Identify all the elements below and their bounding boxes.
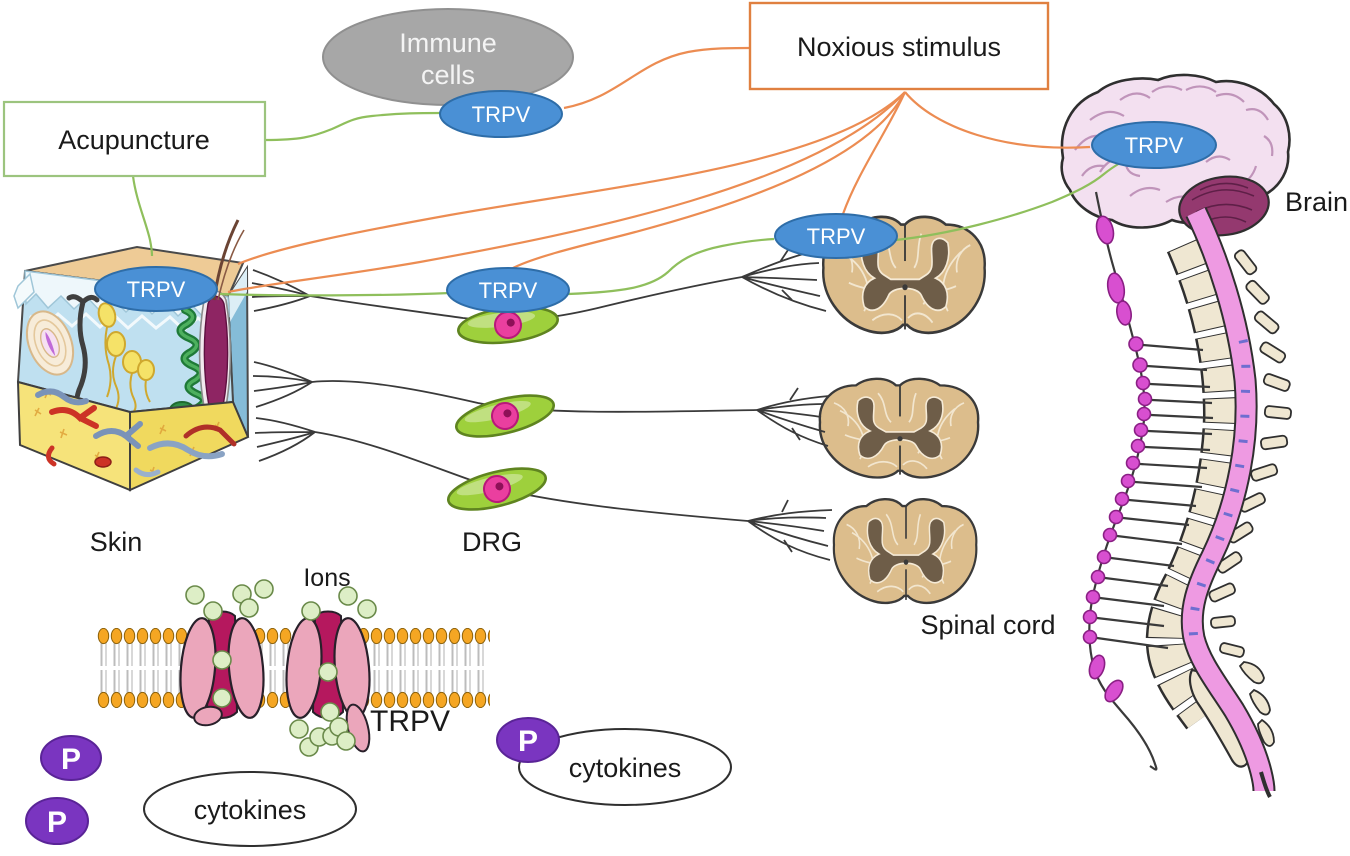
membrane-inset: Ions TRPV (97, 564, 490, 757)
phospho-badge-1: P (40, 735, 102, 781)
trpv-node-drg: TRPV (446, 267, 570, 313)
edge-acupuncture-to-immune-trpv (264, 111, 442, 142)
edge-skin-trpv-to-drg-trpv (219, 291, 451, 297)
noxious-stimulus-label: Noxious stimulus (797, 32, 1001, 62)
edge-noxious-to-drg-trpv (510, 91, 906, 270)
ions-label: Ions (303, 564, 350, 592)
spinal-section-3 (832, 497, 978, 605)
trpv-node-skin: TRPV (94, 266, 218, 312)
skin-corpuscle (25, 310, 75, 376)
edge-noxious-to-skin-2 (227, 91, 906, 294)
edge-noxious-to-skin-1 (237, 91, 906, 266)
edge-noxious-to-brain-trpv (904, 91, 1091, 149)
spine-illustration (1082, 191, 1292, 798)
trpv-label-immune: TRPV (472, 102, 531, 127)
trpv-channel-protein-2 (285, 610, 371, 753)
acupuncture-label: Acupuncture (58, 125, 210, 155)
skin-label: Skin (90, 527, 143, 557)
noxious-pathways (227, 46, 1091, 294)
phospho-label-3: P (518, 725, 538, 758)
trpv-label-drg: TRPV (479, 278, 538, 303)
immune-cells-node: Immune cells (322, 8, 574, 106)
cytokines-label-left: cytokines (194, 795, 307, 825)
acupuncture-pathways (131, 111, 1135, 297)
trpv-label-skin: TRPV (127, 277, 186, 302)
trpv-node-immune: TRPV (439, 90, 563, 138)
immune-cells-label-line2: cells (421, 60, 475, 90)
edge-immune-trpv-to-noxious (563, 46, 750, 110)
spinal-cord-sections (818, 215, 987, 605)
drg-neuron-2 (451, 386, 559, 446)
trpv-label-spinal: TRPV (807, 224, 866, 249)
phospho-label-2: P (47, 806, 67, 839)
brain-label: Brain (1285, 187, 1348, 217)
trpv-channel-protein-1 (179, 610, 265, 727)
cytokines-group-left: cytokines (143, 771, 357, 847)
trpv-node-brain: TRPV (1091, 121, 1217, 169)
trpv-label-brain: TRPV (1125, 133, 1184, 158)
phospho-label-1: P (61, 743, 81, 776)
drg-label: DRG (462, 527, 522, 557)
skin-illustration (13, 219, 250, 492)
spinal-section-2 (818, 377, 980, 479)
phospho-badge-3: P (496, 717, 560, 763)
cytokines-label-right: cytokines (569, 753, 682, 783)
trpv-node-spinal: TRPV (774, 213, 898, 259)
immune-cells-label-line1: Immune (399, 28, 497, 58)
edge-acupuncture-to-skin (131, 175, 154, 257)
drg-neurons (443, 300, 561, 519)
edge-noxious-to-spinal-trpv (841, 91, 907, 215)
trpv-channel-label: TRPV (370, 705, 450, 738)
noxious-stimulus-node: Noxious stimulus (748, 1, 1050, 91)
drg-neuron-3 (443, 459, 551, 519)
cytokines-group-right: cytokines (518, 728, 732, 806)
acupuncture-node: Acupuncture (2, 100, 267, 178)
phospho-badge-2: P (25, 797, 89, 845)
ions (185, 579, 377, 757)
skin-blood-vessels (35, 388, 237, 478)
spinal-cord-label: Spinal cord (920, 610, 1055, 640)
sympathetic-chain (1082, 191, 1158, 771)
skin-glands (97, 302, 155, 414)
spinal-rami (1096, 343, 1214, 650)
edge-drg-trpv-to-spinal-trpv (567, 237, 775, 296)
edge-spinal-trpv-to-brain-trpv (895, 155, 1135, 242)
spinous-processes (1208, 249, 1292, 747)
